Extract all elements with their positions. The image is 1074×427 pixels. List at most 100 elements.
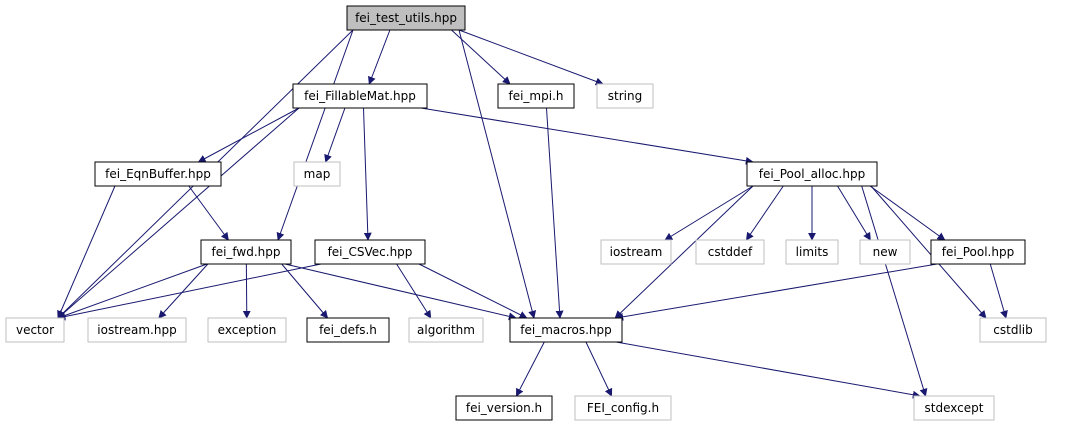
node-label-vector: vector bbox=[16, 323, 54, 337]
node-label-stdexcept: stdexcept bbox=[925, 401, 984, 415]
node-poolalloc[interactable]: fei_Pool_alloc.hpp bbox=[746, 161, 878, 187]
node-pool[interactable]: fei_Pool.hpp bbox=[930, 239, 1026, 265]
node-iostream[interactable]: iostream bbox=[600, 239, 672, 265]
node-label-version: fei_version.h bbox=[466, 401, 542, 415]
node-box-defs[interactable] bbox=[306, 317, 390, 343]
node-box-iostreamhpp[interactable] bbox=[87, 317, 187, 343]
node-csvec[interactable]: fei_CSVec.hpp bbox=[314, 239, 426, 265]
node-label-pool: fei_Pool.hpp bbox=[942, 245, 1014, 259]
edge-root-to-fwd bbox=[276, 29, 354, 241]
edge-fillmat-to-csvec bbox=[363, 107, 372, 241]
edge-pool-to-macros bbox=[615, 263, 938, 321]
node-label-exception: exception bbox=[218, 323, 277, 337]
node-box-cstdlib[interactable] bbox=[979, 317, 1047, 343]
node-label-cstdlib: cstdlib bbox=[993, 323, 1032, 337]
node-box-map[interactable] bbox=[293, 161, 341, 187]
node-vector[interactable]: vector bbox=[5, 317, 65, 343]
node-box-stdexcept[interactable] bbox=[913, 395, 995, 421]
node-stdexcept[interactable]: stdexcept bbox=[913, 395, 995, 421]
node-label-macros: fei_macros.hpp bbox=[520, 323, 612, 337]
node-root[interactable]: fei_test_utils.hpp bbox=[346, 5, 466, 31]
edge-poolalloc-to-pool bbox=[869, 185, 946, 241]
node-macros[interactable]: fei_macros.hpp bbox=[509, 317, 623, 343]
node-string[interactable]: string bbox=[596, 83, 654, 109]
edge-macros-to-config bbox=[585, 341, 613, 397]
node-box-mpi[interactable] bbox=[497, 83, 575, 109]
node-box-csvec[interactable] bbox=[314, 239, 426, 265]
node-box-poolalloc[interactable] bbox=[746, 161, 878, 187]
node-label-mpi: fei_mpi.h bbox=[508, 89, 563, 103]
node-label-iostreamhpp: iostream.hpp bbox=[97, 323, 176, 337]
node-label-new: new bbox=[873, 245, 898, 259]
edge-root-to-string bbox=[458, 29, 604, 86]
node-box-iostream[interactable] bbox=[600, 239, 672, 265]
node-box-new[interactable] bbox=[859, 239, 911, 265]
edge-csvec-to-vector bbox=[57, 263, 322, 321]
node-algorithm[interactable]: algorithm bbox=[408, 317, 484, 343]
edge-fillmat-to-map bbox=[324, 107, 346, 163]
node-exception[interactable]: exception bbox=[207, 317, 287, 343]
node-box-version[interactable] bbox=[455, 395, 553, 421]
node-box-string[interactable] bbox=[596, 83, 654, 109]
edge-poolalloc-to-new bbox=[837, 185, 871, 241]
node-box-exception[interactable] bbox=[207, 317, 287, 343]
node-box-vector[interactable] bbox=[5, 317, 65, 343]
node-box-pool[interactable] bbox=[930, 239, 1026, 265]
node-map[interactable]: map bbox=[293, 161, 341, 187]
edge-fwd-to-vector bbox=[57, 263, 208, 320]
node-fwd[interactable]: fei_fwd.hpp bbox=[200, 239, 292, 265]
edge-fwd-to-macros bbox=[284, 263, 517, 321]
node-label-limits: limits bbox=[796, 245, 829, 259]
edge-poolalloc-to-iostream bbox=[664, 185, 754, 241]
node-cstdlib[interactable]: cstdlib bbox=[979, 317, 1047, 343]
node-box-config[interactable] bbox=[574, 395, 672, 421]
node-label-fillmat: fei_FillableMat.hpp bbox=[304, 89, 416, 103]
node-config[interactable]: FEI_config.h bbox=[574, 395, 672, 421]
edge-pool-to-cstdlib bbox=[989, 263, 1008, 319]
node-defs[interactable]: fei_defs.h bbox=[306, 317, 390, 343]
node-label-poolalloc: fei_Pool_alloc.hpp bbox=[759, 167, 865, 181]
node-label-fwd: fei_fwd.hpp bbox=[211, 245, 280, 259]
node-label-csvec: fei_CSVec.hpp bbox=[328, 245, 413, 259]
node-eqnbuf[interactable]: fei_EqnBuffer.hpp bbox=[94, 161, 222, 187]
edge-fillmat-to-poolalloc bbox=[420, 107, 754, 165]
node-box-root[interactable] bbox=[346, 5, 466, 31]
edge-csvec-to-macros bbox=[418, 263, 528, 319]
node-new[interactable]: new bbox=[859, 239, 911, 265]
edge-root-to-macros bbox=[458, 29, 537, 319]
node-iostreamhpp[interactable]: iostream.hpp bbox=[87, 317, 187, 343]
edge-poolalloc-to-stdexcept bbox=[861, 185, 928, 397]
node-label-root: fei_test_utils.hpp bbox=[355, 11, 457, 25]
edge-csvec-to-algorithm bbox=[396, 263, 432, 319]
node-version[interactable]: fei_version.h bbox=[455, 395, 553, 421]
edge-mpi-to-macros bbox=[546, 107, 564, 319]
node-mpi[interactable]: fei_mpi.h bbox=[497, 83, 575, 109]
edge-fwd-to-iostreamhpp bbox=[158, 263, 209, 319]
node-box-eqnbuf[interactable] bbox=[94, 161, 222, 187]
node-box-cstddef[interactable] bbox=[695, 239, 765, 265]
edge-poolalloc-to-macros bbox=[614, 185, 754, 319]
node-box-macros[interactable] bbox=[509, 317, 623, 343]
node-limits[interactable]: limits bbox=[785, 239, 839, 265]
edge-eqnbuf-to-fwd bbox=[188, 185, 229, 241]
node-fillmat[interactable]: fei_FillableMat.hpp bbox=[292, 83, 428, 109]
edge-poolalloc-to-cstdlib bbox=[870, 185, 987, 319]
node-box-limits[interactable] bbox=[785, 239, 839, 265]
node-box-fwd[interactable] bbox=[200, 239, 292, 265]
node-label-map: map bbox=[304, 167, 331, 181]
edges-layer bbox=[57, 29, 1008, 399]
node-label-defs: fei_defs.h bbox=[319, 323, 377, 337]
node-label-cstddef: cstddef bbox=[708, 245, 753, 259]
edge-eqnbuf-to-vector bbox=[57, 185, 116, 319]
edge-root-to-fillmat bbox=[368, 29, 391, 85]
node-cstddef[interactable]: cstddef bbox=[695, 239, 765, 265]
node-label-iostream: iostream bbox=[610, 245, 663, 259]
node-box-algorithm[interactable] bbox=[408, 317, 484, 343]
edge-fillmat-to-eqnbuf bbox=[197, 107, 300, 163]
node-box-fillmat[interactable] bbox=[292, 83, 428, 109]
edge-fwd-to-defs bbox=[281, 263, 329, 319]
edge-macros-to-stdexcept bbox=[615, 341, 921, 399]
edge-macros-to-version bbox=[515, 341, 545, 397]
